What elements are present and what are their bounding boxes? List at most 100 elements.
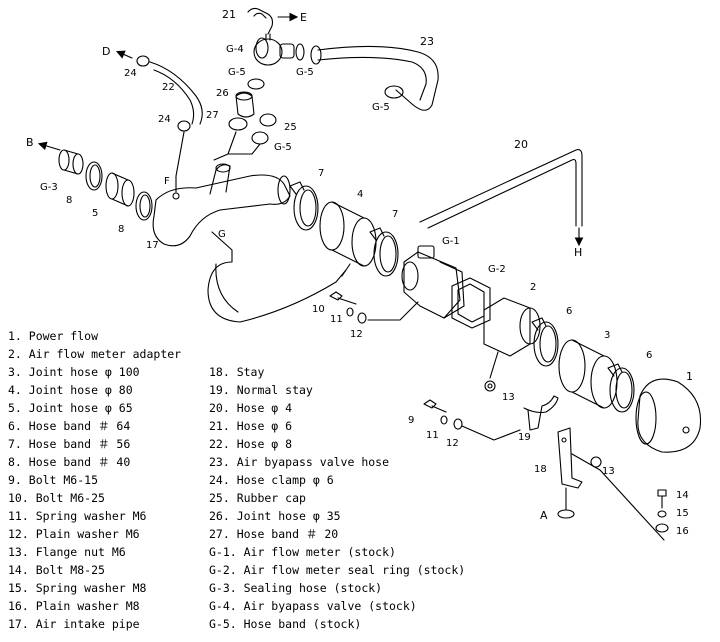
legend-item: 2. Air flow meter adapter bbox=[8, 347, 182, 361]
power-flow-filter-1-logo bbox=[682, 426, 690, 434]
hose-clamp-24-lower bbox=[177, 120, 191, 132]
air-intake-pipe-17-branch bbox=[209, 164, 231, 195]
joint-hose-4-front bbox=[319, 201, 345, 251]
legend-item: 1. Power flow bbox=[8, 329, 99, 343]
hose-band-8-b-inner bbox=[139, 194, 151, 218]
leader-washers-a bbox=[367, 301, 419, 321]
legend-item: 19. Normal stay bbox=[209, 383, 313, 397]
legend-item: 27. Hose band ＃ 20 bbox=[209, 527, 339, 541]
callout-12-b: 12 bbox=[446, 438, 459, 449]
sealing-hose-g3 bbox=[63, 149, 79, 175]
legend-item: 10. Bolt M6-25 bbox=[8, 491, 105, 505]
hose-band-7-b-inner bbox=[379, 235, 397, 273]
legend-item: 4. Joint hose φ 80 bbox=[8, 383, 133, 397]
callout-5: 5 bbox=[92, 208, 98, 219]
callout-6-a: 6 bbox=[566, 306, 572, 317]
callout-10: 10 bbox=[312, 304, 325, 315]
bolt-14 bbox=[657, 489, 667, 509]
normal-stay-19 bbox=[523, 395, 559, 431]
callout-G-3: G-3 bbox=[40, 182, 58, 193]
callout-22: 22 bbox=[162, 82, 175, 93]
callout-11-b: 11 bbox=[426, 430, 439, 441]
adapter-2-outlet bbox=[519, 307, 541, 345]
arrow-D bbox=[115, 50, 133, 59]
hose-20 bbox=[419, 149, 583, 229]
hose-23 bbox=[317, 45, 439, 111]
callout-24-b: 24 bbox=[158, 114, 171, 125]
hose-21 bbox=[247, 7, 274, 35]
bypass-valve-port bbox=[279, 43, 295, 59]
hose-band-8-a bbox=[85, 161, 103, 191]
callout-18: 18 bbox=[534, 464, 547, 475]
hose-G bbox=[207, 231, 347, 323]
bypass-valve-body bbox=[253, 38, 283, 66]
hose-band-7-a-screw bbox=[289, 181, 305, 195]
hose-band-7-a-inner bbox=[299, 189, 317, 227]
callout-20: 20 bbox=[514, 138, 528, 151]
joint-hose-4-back bbox=[351, 217, 377, 267]
joint-hose-3-front bbox=[558, 339, 586, 393]
callout-1: 1 bbox=[686, 370, 693, 383]
legend-item: 18. Stay bbox=[209, 365, 265, 379]
legend-item: G-3. Sealing hose (stock) bbox=[209, 581, 383, 595]
stay-18-mount bbox=[557, 509, 575, 519]
hose-band-6-b-screw bbox=[607, 363, 623, 377]
sealing-hose-g3-back bbox=[72, 153, 84, 175]
bolt-10 bbox=[329, 291, 357, 305]
joint-hose-4 bbox=[331, 201, 365, 267]
hose-band-8-b bbox=[135, 191, 153, 221]
flange-nut-13-a-core bbox=[487, 383, 493, 389]
joint-hose-26 bbox=[235, 92, 255, 118]
legend-item: 11. Spring washer M6 bbox=[8, 509, 147, 523]
hose-G-inner bbox=[215, 263, 351, 313]
spring-washer-11-b bbox=[440, 415, 448, 425]
hose-21-inner bbox=[253, 12, 267, 19]
callout-13-b: 13 bbox=[602, 466, 615, 477]
spring-washer-15 bbox=[657, 510, 667, 518]
legend-item: 3. Joint hose φ 100 bbox=[8, 365, 140, 379]
branch-leader bbox=[213, 131, 261, 161]
legend-item: 6. Hose band ＃ 64 bbox=[8, 419, 131, 433]
legend-item: 8. Hose band ＃ 40 bbox=[8, 455, 131, 469]
callout-2: 2 bbox=[530, 282, 536, 293]
callout-G-4: G-4 bbox=[226, 44, 244, 55]
bypass-valve-cap bbox=[255, 37, 269, 59]
callout-25: 25 bbox=[284, 122, 297, 133]
legend-item: 26. Joint hose φ 35 bbox=[209, 509, 341, 523]
joint-hose-5-front bbox=[105, 172, 119, 200]
hose-band-6-a-screw bbox=[531, 317, 547, 331]
callout-G-5-d: G-5 bbox=[274, 142, 292, 153]
seal-ring-g2-inner bbox=[457, 283, 485, 323]
hose-band-7-b bbox=[373, 231, 399, 277]
callout-8-b: 8 bbox=[118, 224, 124, 235]
callout-A: A bbox=[540, 509, 548, 522]
callout-26: 26 bbox=[216, 88, 229, 99]
hose-23-inner bbox=[317, 56, 427, 101]
legend-item: G-1. Air flow meter (stock) bbox=[209, 545, 396, 559]
callout-15: 15 bbox=[676, 508, 689, 519]
legend-item: 13. Flange nut M6 bbox=[8, 545, 126, 559]
legend-item: 20. Hose φ 4 bbox=[209, 401, 293, 415]
legend-item: 25. Rubber cap bbox=[209, 491, 306, 505]
joint-hose-5 bbox=[111, 172, 129, 207]
plain-washer-16 bbox=[655, 523, 669, 533]
flange-nut-13-b bbox=[590, 456, 602, 468]
legend-item: 15. Spring washer M8 bbox=[8, 581, 147, 595]
legend-item: 16. Plain washer M8 bbox=[8, 599, 140, 613]
legend-item: G-5. Hose band (stock) bbox=[209, 617, 362, 631]
stay-18 bbox=[557, 427, 583, 489]
hose-band-g5-hose23 bbox=[384, 85, 404, 99]
callout-16: 16 bbox=[676, 526, 689, 537]
callout-B: B bbox=[26, 136, 34, 149]
air-intake-pipe-17 bbox=[152, 174, 291, 247]
callout-11-a: 11 bbox=[330, 314, 343, 325]
joint-hose-5-back bbox=[121, 179, 135, 207]
plain-washer-12-a bbox=[357, 312, 367, 324]
sealing-hose-g3-front bbox=[58, 149, 70, 171]
air-intake-pipe-17-branch-top bbox=[215, 163, 231, 173]
bypass-valve-stem bbox=[265, 33, 271, 41]
callout-17: 17 bbox=[146, 240, 159, 251]
callout-H: H bbox=[574, 246, 582, 259]
plain-washer-12-b bbox=[453, 418, 463, 430]
